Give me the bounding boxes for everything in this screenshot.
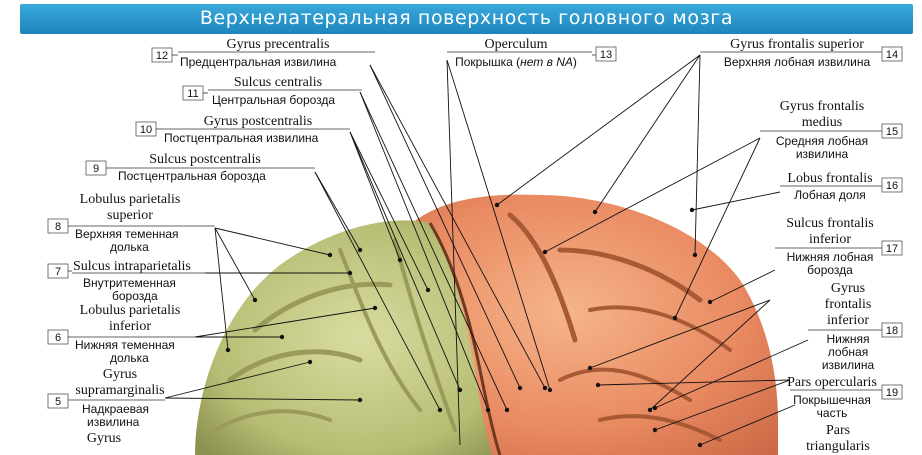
label-18-latin-3: inferior (827, 313, 869, 328)
label-6-russian-2: долька (110, 351, 149, 365)
label-10-number: 10 (140, 124, 152, 136)
label-19-number: 19 (886, 387, 898, 399)
label-10-russian: Постцентральная извилина (164, 131, 319, 145)
label-12: 12 Gyrus precentralis Предцентральная из… (152, 37, 375, 69)
label-8-latin-1: Lobulus parietalis (80, 192, 181, 207)
label-13-number: 13 (600, 49, 612, 61)
label-4-partial: Gyrus (87, 431, 121, 446)
label-9: 9 Sulcus postcentralis Постцентральная б… (86, 152, 315, 183)
label-18-russian-2: лобная (828, 345, 868, 359)
label-8: Lobulus parietalis superior 8 Верхняя те… (48, 192, 215, 254)
label-14-latin: Gyrus frontalis superior (730, 37, 864, 52)
label-13-russian: Покрышка (нет в NA) (455, 55, 577, 69)
label-15-russian-2: извилина (796, 147, 849, 161)
label-13-latin: Operculum (485, 37, 548, 52)
label-17: Sulcus frontalis inferior Нижняя лобная … (775, 216, 902, 277)
label-8-latin-2: superior (107, 208, 153, 223)
label-14: Gyrus frontalis superior Верхняя лобная … (700, 37, 902, 69)
label-9-number: 9 (93, 163, 99, 175)
label-11: 11 Sulcus centralis Центральная борозда (183, 75, 362, 107)
label-13: Operculum Покрышка (нет в NA) 13 (447, 37, 616, 69)
label-19-russian-1: Покрышечная (793, 393, 871, 407)
label-14-number: 14 (886, 49, 898, 61)
label-16-russian: Лобная доля (794, 188, 865, 202)
label-9-russian: Постцентральная борозда (118, 169, 266, 183)
label-11-number: 11 (187, 88, 198, 100)
label-6-latin-2: inferior (109, 319, 151, 334)
label-5-latin-1: Gyrus (103, 367, 137, 382)
label-12-number: 12 (156, 50, 168, 62)
label-5-russian-2: извилина (87, 415, 140, 429)
label-16: Lobus frontalis Лобная доля 16 (780, 171, 902, 202)
label-12-latin: Gyrus precentralis (226, 37, 329, 52)
label-6-number: 6 (55, 332, 61, 344)
label-10-latin: Gyrus postcentralis (204, 114, 312, 129)
label-20-partial: Pars triangularis (806, 423, 870, 454)
label-17-latin-2: inferior (809, 232, 851, 247)
label-17-number: 17 (886, 243, 898, 255)
label-19-russian-2: часть (817, 406, 848, 420)
label-15-latin-1: Gyrus frontalis (780, 99, 864, 114)
label-9-latin: Sulcus postcentralis (149, 152, 261, 167)
label-4-latin: Gyrus (87, 431, 121, 446)
label-17-russian-1: Нижняя лобная (787, 250, 874, 264)
label-18-number: 18 (886, 325, 898, 337)
label-20-latin-2: triangularis (806, 439, 870, 454)
label-8-number: 8 (55, 221, 61, 233)
label-15-russian-1: Средняя лобная (776, 134, 868, 148)
label-17-russian-2: борозда (807, 263, 853, 277)
label-15-latin-2: medius (802, 115, 842, 130)
label-19: Pars opercularis Покрышечная часть 19 (787, 375, 902, 420)
label-11-latin: Sulcus centralis (234, 75, 322, 90)
label-15-number: 15 (886, 126, 898, 138)
label-18-latin-1: Gyrus (831, 281, 865, 296)
label-6-latin-1: Lobulus parietalis (80, 303, 181, 318)
label-16-latin: Lobus frontalis (787, 171, 872, 186)
brain-illustration (195, 195, 778, 455)
label-7-latin: Sulcus intraparietalis (73, 259, 191, 274)
label-5-russian-1: Надкраевая (82, 402, 149, 416)
label-18-russian-3: извилина (822, 358, 875, 372)
label-18-russian-1: Нижняя (826, 332, 869, 346)
label-5-number: 5 (55, 396, 61, 408)
label-11-russian: Центральная борозда (212, 93, 335, 107)
label-8-russian-1: Верхняя теменная (75, 227, 179, 241)
label-5: Gyrus supramarginalis 5 Надкраевая извил… (48, 367, 165, 429)
label-6: Lobulus parietalis inferior 6 Нижняя тем… (48, 303, 195, 365)
label-18: Gyrus frontalis inferior Нижняя лобная и… (808, 281, 902, 372)
label-6-russian-1: Нижняя теменная (75, 338, 175, 352)
label-7-russian-2: борозда (112, 289, 158, 303)
label-12-russian: Предцентральная извилина (180, 55, 337, 69)
label-19-latin: Pars opercularis (787, 375, 877, 390)
label-20-latin-1: Pars (826, 423, 850, 438)
label-7: 7 Sulcus intraparietalis Внутритеменная … (48, 259, 205, 303)
label-7-number: 7 (55, 266, 61, 278)
label-16-number: 16 (886, 180, 898, 192)
label-8-russian-2: долька (110, 240, 149, 254)
label-15: Gyrus frontalis medius Средняя лобная из… (760, 99, 902, 161)
label-10: 10 Gyrus postcentralis Постцентральная и… (136, 114, 350, 145)
label-18-latin-2: frontalis (825, 297, 872, 312)
label-17-latin-1: Sulcus frontalis (786, 216, 874, 231)
label-7-russian-1: Внутритеменная (83, 276, 176, 290)
label-14-russian: Верхняя лобная извилина (724, 55, 871, 69)
label-5-latin-2: supramarginalis (75, 383, 164, 398)
